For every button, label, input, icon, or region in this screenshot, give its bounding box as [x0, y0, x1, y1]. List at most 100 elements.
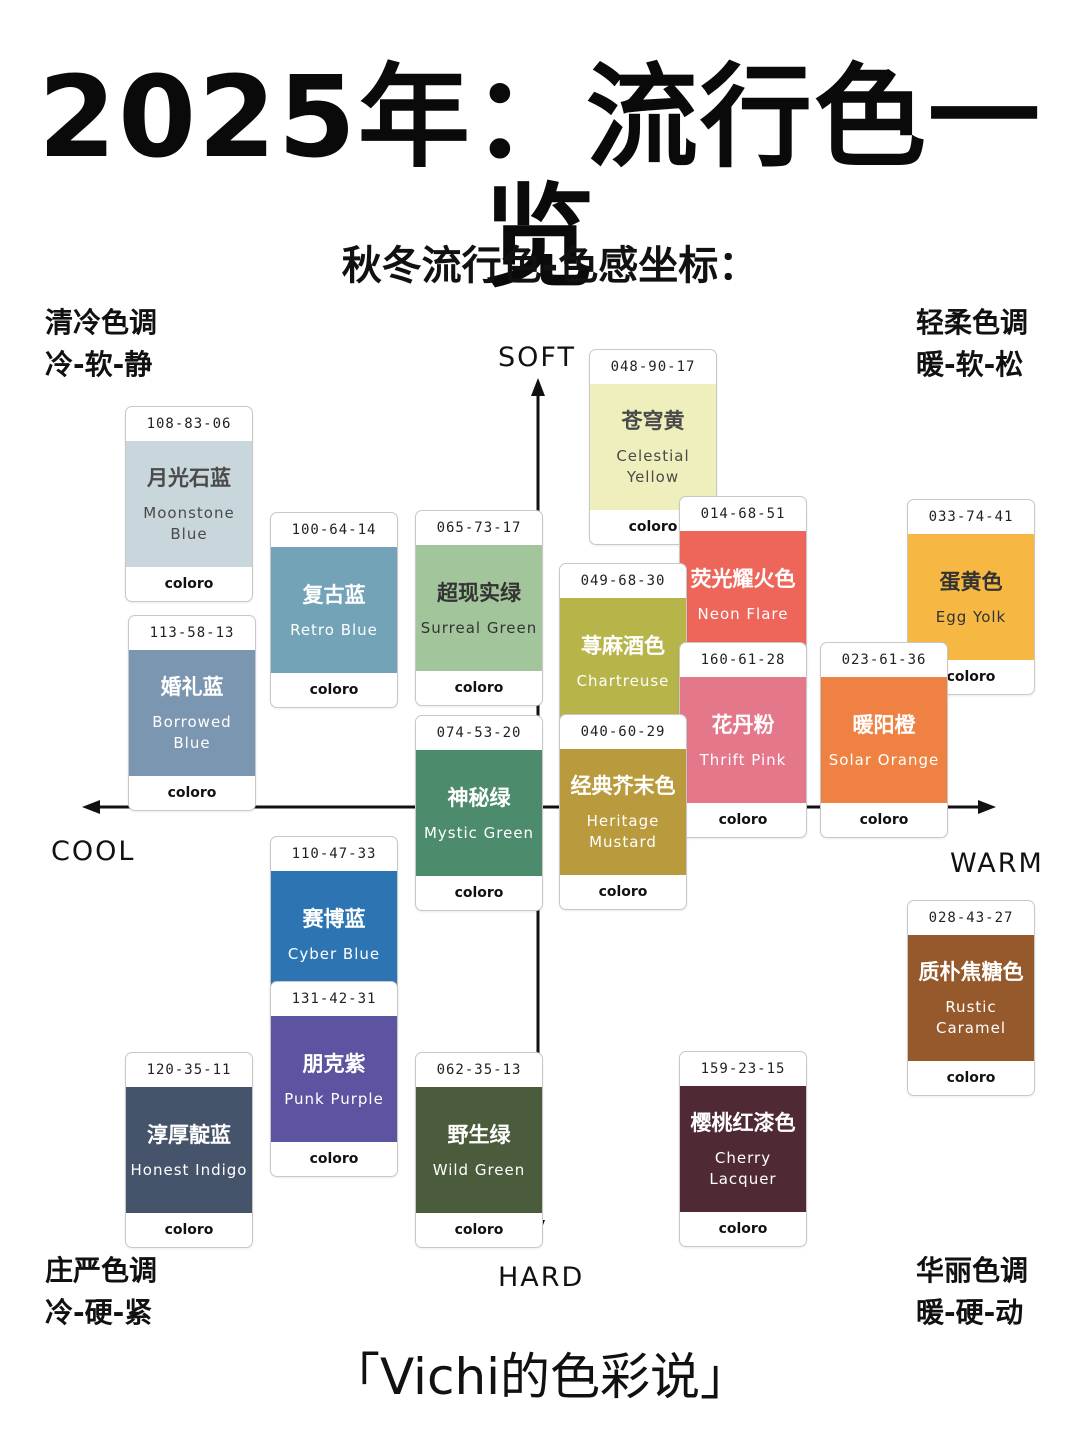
color-name-cn: 婚礼蓝 [160, 675, 224, 699]
color-name-en: Solar Orange [828, 750, 940, 769]
quadrant-top-left: 清冷色调 冷-软-静 [45, 302, 157, 386]
color-code: 131-42-31 [291, 991, 377, 1007]
color-code: 033-74-41 [928, 509, 1014, 525]
color-name-en: Retro Blue [290, 620, 378, 639]
color-name-cn: 花丹粉 [711, 712, 775, 737]
color-name-cn: 荨麻酒色 [581, 633, 665, 658]
coloro-logo: coloro [309, 682, 359, 698]
color-card-mystic-green: 074-53-20 神秘绿 Mystic Green coloro [415, 715, 543, 911]
quadrant-bottom-right: 华丽色调 暖-硬-动 [916, 1250, 1028, 1334]
color-name-en: Moonstone Blue [143, 504, 235, 543]
color-name-cn: 朋克紫 [302, 1051, 366, 1076]
color-code: 028-43-27 [928, 910, 1014, 926]
color-name-cn: 野生绿 [447, 1122, 511, 1147]
color-name-en: Heritage Mustard [586, 812, 660, 851]
coloro-logo: coloro [454, 680, 504, 696]
color-name-en: Neon Flare [697, 604, 789, 623]
color-card-cherry-lacquer: 159-23-15 樱桃红漆色 Cherry Lacquer coloro [679, 1051, 807, 1247]
color-swatch: 朋克紫 Punk Purple [271, 1016, 397, 1142]
quadrant-name: 庄严色调 [45, 1254, 158, 1287]
axis-label-warm: WARM [950, 848, 1044, 879]
color-swatch: 婚礼蓝 Borrowed Blue [129, 650, 255, 776]
color-name-en: Wild Green [432, 1160, 526, 1179]
color-code: 120-35-11 [146, 1062, 232, 1078]
color-name-cn: 暖阳橙 [852, 712, 916, 737]
color-swatch: 苍穹黄 Celestial Yellow [590, 384, 716, 510]
color-name-en: Celestial Yellow [616, 447, 690, 486]
quadrant-traits: 冷-硬-紧 [45, 1296, 153, 1329]
color-swatch: 荨麻酒色 Chartreuse [560, 598, 686, 724]
color-name-en: Cyber Blue [287, 944, 381, 963]
coloro-logo: coloro [167, 785, 217, 801]
color-name-cn: 复古蓝 [302, 582, 366, 607]
coloro-logo: coloro [164, 1222, 214, 1238]
color-card-thrift-pink: 160-61-28 花丹粉 Thrift Pink coloro [679, 642, 807, 838]
color-name-cn: 超现实绿 [437, 580, 521, 605]
color-code: 159-23-15 [700, 1061, 786, 1077]
quadrant-bottom-left: 庄严色调 冷-硬-紧 [45, 1250, 157, 1334]
color-name-en: Chartreuse [576, 671, 670, 690]
color-code: 040-60-29 [580, 724, 666, 740]
quadrant-traits: 冷-软-静 [45, 348, 153, 381]
color-code: 160-61-28 [700, 652, 786, 668]
color-code: 062-35-13 [436, 1062, 522, 1078]
color-name-en: Cherry Lacquer [709, 1149, 777, 1188]
color-name-en: Surreal Green [420, 618, 538, 637]
coloro-logo: coloro [946, 1070, 996, 1086]
quadrant-name: 清冷色调 [45, 306, 158, 339]
color-code: 014-68-51 [700, 506, 786, 522]
color-swatch: 暖阳橙 Solar Orange [821, 677, 947, 803]
color-name-en: Egg Yolk [935, 607, 1007, 626]
quadrant-top-right: 轻柔色调 暖-软-松 [916, 302, 1028, 386]
coloro-logo: coloro [454, 885, 504, 901]
coloro-logo: coloro [859, 812, 909, 828]
color-code: 100-64-14 [291, 522, 377, 538]
coloro-logo: coloro [946, 669, 996, 685]
color-code: 074-53-20 [436, 725, 522, 741]
axis-label-cool: COOL [51, 836, 136, 867]
color-code: 110-47-33 [291, 846, 377, 862]
page-title: 2025年：流行色一览 [38, 53, 1042, 303]
color-name-cn: 月光石蓝 [147, 466, 231, 490]
color-name-en: Borrowed Blue [152, 713, 232, 752]
color-card-wild-green: 062-35-13 野生绿 Wild Green coloro [415, 1052, 543, 1248]
color-code: 108-83-06 [146, 416, 232, 432]
color-name-cn: 赛博蓝 [302, 906, 366, 931]
quadrant-traits: 暖-硬-动 [916, 1296, 1024, 1329]
coloro-logo: coloro [718, 1221, 768, 1237]
color-name-en: Punk Purple [284, 1089, 384, 1108]
axis-label-soft: SOFT [498, 342, 576, 373]
color-card-borrowed-blue: 113-58-13 婚礼蓝 Borrowed Blue coloro [128, 615, 256, 811]
color-swatch: 赛博蓝 Cyber Blue [271, 871, 397, 997]
color-swatch: 花丹粉 Thrift Pink [680, 677, 806, 803]
warm-arrow-icon [978, 800, 996, 814]
coloro-logo: coloro [454, 1222, 504, 1238]
coloro-logo: coloro [718, 812, 768, 828]
footer-signature: 「Vichi的色彩说」 [329, 1348, 751, 1406]
color-name-en: Mystic Green [423, 823, 535, 842]
color-swatch: 超现实绿 Surreal Green [416, 545, 542, 671]
soft-arrow-icon [531, 378, 545, 396]
coloro-logo: coloro [164, 576, 214, 592]
quadrant-name: 华丽色调 [916, 1254, 1029, 1287]
color-name-cn: 樱桃红漆色 [690, 1111, 796, 1135]
color-name-en: Thrift Pink [699, 750, 787, 769]
color-swatch: 野生绿 Wild Green [416, 1087, 542, 1213]
color-name-cn: 神秘绿 [447, 785, 511, 810]
color-name-cn: 苍穹黄 [621, 409, 685, 433]
color-swatch: 月光石蓝 Moonstone Blue [126, 441, 252, 567]
color-swatch: 复古蓝 Retro Blue [271, 547, 397, 673]
color-code: 049-68-30 [580, 573, 666, 589]
chart-subtitle: 秋冬流行色-色感坐标： [341, 243, 759, 289]
color-code: 113-58-13 [149, 625, 235, 641]
